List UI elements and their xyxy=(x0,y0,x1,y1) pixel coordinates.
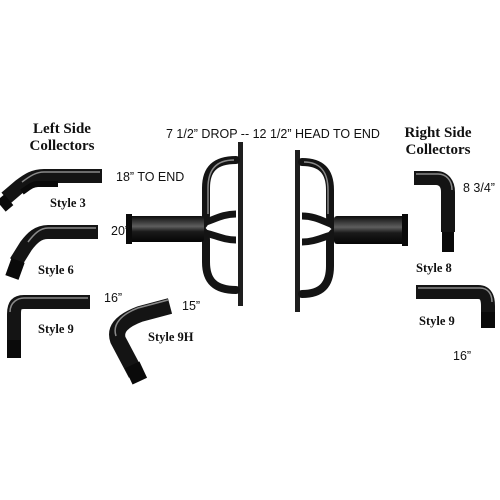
left-style9-collector xyxy=(7,295,90,358)
right-side-heading-line2: Collectors xyxy=(405,142,471,159)
right-side-heading-line1: Right Side xyxy=(404,125,472,141)
right-side-heading: Right Side Collectors xyxy=(396,125,480,160)
left-style9h-collector xyxy=(109,298,173,385)
right-style9-collector xyxy=(416,285,495,328)
right-header-flange xyxy=(295,150,300,312)
right-header-collector-end xyxy=(402,214,408,246)
right-style8-label: Style 8 xyxy=(416,261,452,275)
right-style8-collector xyxy=(414,171,455,252)
right-style8-dimension: 8 3/4” xyxy=(463,181,495,195)
left-style9h-label: Style 9H xyxy=(148,330,194,344)
left-style9-dimension: 16” xyxy=(104,291,123,305)
left-style6-dimension: 20” xyxy=(111,224,130,238)
right-header-assembly xyxy=(295,150,408,312)
right-header-mid-tubes xyxy=(301,212,338,246)
left-header-collector-pipe xyxy=(128,216,204,242)
right-style9-dimension: 16” xyxy=(453,349,472,363)
right-header-upper-tube-highlight xyxy=(303,161,329,214)
right-header-collector-pipe xyxy=(334,216,406,244)
left-side-heading-line2: Collectors xyxy=(29,138,95,155)
left-style9-label: Style 9 xyxy=(38,322,74,336)
left-side-heading-line1: Left Side xyxy=(33,121,91,137)
left-style6-collector xyxy=(5,225,98,280)
left-header-flange xyxy=(238,142,243,306)
left-style3-dimension: 18” TO END xyxy=(116,170,185,184)
left-style9h-dimension: 15” xyxy=(182,299,201,313)
left-style3-collector xyxy=(0,169,102,212)
center-spec-label: 7 1/2” DROP -- 12 1/2” HEAD TO END xyxy=(166,127,380,141)
left-side-heading: Left Side Collectors xyxy=(22,121,102,156)
left-header-assembly xyxy=(126,142,243,306)
left-style3-label: Style 3 xyxy=(50,196,86,210)
left-header-collector-end xyxy=(126,214,132,244)
left-style6-label: Style 6 xyxy=(38,263,74,277)
right-style9-label: Style 9 xyxy=(419,314,455,328)
left-header-upper-tube-highlight xyxy=(207,159,235,214)
